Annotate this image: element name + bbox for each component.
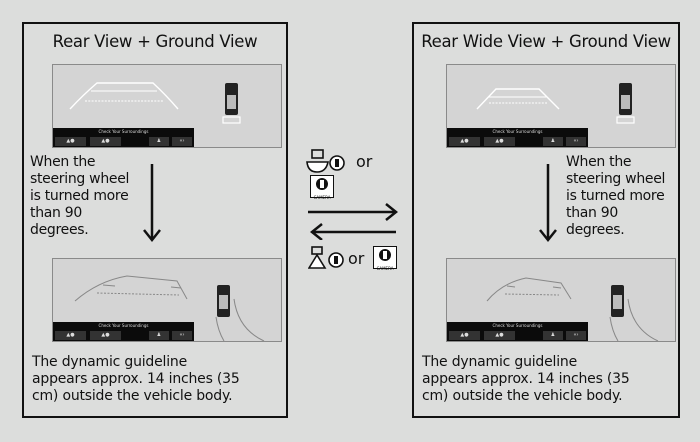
arrows-button[interactable]: «› — [566, 137, 586, 146]
or-label: or — [356, 152, 373, 171]
person-button[interactable]: ♟ — [543, 137, 563, 146]
camera-view: Check Your Surroundings ▲● ▲● ♟ «› — [53, 259, 196, 341]
backward-condition: or — [307, 246, 364, 274]
person-button[interactable]: ♟ — [149, 331, 169, 340]
forward-condition: or — [306, 148, 372, 178]
wide-cam-button[interactable]: ▲● — [90, 331, 121, 340]
camera-view: Check Your Surroundings ▲● ▲● ♟ «› — [53, 65, 196, 147]
camera-button-icon: CAMERA — [310, 175, 334, 200]
guideline-overlay — [69, 82, 179, 110]
down-arrow-icon — [539, 164, 557, 243]
wide-cam-button[interactable]: ▲● — [484, 137, 515, 146]
camera-view: Check Your Surroundings ▲● ▲● ♟ «› — [447, 65, 590, 147]
arrows-button[interactable]: «› — [172, 137, 192, 146]
or-label: or — [348, 249, 365, 268]
ground-view — [588, 65, 675, 147]
rear-view-screen: Check Your Surroundings ▲● ▲● ♟ «› — [52, 64, 282, 148]
status-bar: Check Your Surroundings ▲● ▲● ♟ «› — [447, 322, 588, 341]
panel-title: Rear View + Ground View — [52, 32, 258, 51]
person-button[interactable]: ♟ — [149, 137, 169, 146]
banner-text: Check Your Surroundings — [492, 129, 543, 134]
rear-cam-button[interactable]: ▲● — [449, 331, 480, 340]
dynamic-guideline-overlay — [74, 275, 188, 302]
camera-view: Check Your Surroundings ▲● ▲● ♟ «› — [447, 259, 590, 341]
rear-view-button-icon — [306, 149, 345, 173]
toggle-arrows-icon — [308, 203, 399, 240]
wide-cam-button[interactable]: ▲● — [90, 137, 121, 146]
rear-wide-view-panel: Rear Wide View + Ground View Check Your … — [412, 22, 680, 418]
condition-text: When the steering wheel is turned more t… — [566, 154, 666, 238]
wide-cam-button[interactable]: ▲● — [484, 331, 515, 340]
rear-cam-button[interactable]: ▲● — [449, 137, 480, 146]
arrows-button[interactable]: «› — [172, 331, 192, 340]
panel-title: Rear Wide View + Ground View — [421, 32, 671, 51]
rear-wide-view-screen: Check Your Surroundings ▲● ▲● ♟ «› — [446, 64, 676, 148]
guideline-note: The dynamic guideline appears approx. 14… — [32, 354, 240, 404]
wide-view-button-icon — [307, 246, 344, 269]
rear-cam-button[interactable]: ▲● — [55, 331, 86, 340]
status-bar: Check Your Surroundings ▲● ▲● ♟ «› — [53, 128, 194, 147]
condition-text: When the steering wheel is turned more t… — [30, 154, 130, 238]
ground-view — [194, 65, 281, 147]
camera-button-icon: CAMERA — [373, 246, 397, 271]
arrows-button[interactable]: «› — [566, 331, 586, 340]
rear-view-panel: Rear View + Ground View Check Your Surro… — [22, 22, 288, 418]
person-button[interactable]: ♟ — [543, 331, 563, 340]
down-arrow-icon — [143, 164, 161, 243]
dynamic-view-screen: Check Your Surroundings ▲● ▲● ♟ «› — [52, 258, 282, 342]
dynamic-guideline-overlay — [486, 277, 572, 302]
banner-text: Check Your Surroundings — [98, 129, 149, 134]
guideline-overlay — [476, 88, 560, 110]
banner-text: Check Your Surroundings — [98, 323, 149, 328]
rear-cam-button[interactable]: ▲● — [55, 137, 86, 146]
status-bar: Check Your Surroundings ▲● ▲● ♟ «› — [447, 128, 588, 147]
banner-text: Check Your Surroundings — [492, 323, 543, 328]
dynamic-view-screen: Check Your Surroundings ▲● ▲● ♟ «› — [446, 258, 676, 342]
ground-view — [588, 259, 675, 341]
ground-view — [194, 259, 281, 341]
guideline-note: The dynamic guideline appears approx. 14… — [422, 354, 630, 404]
status-bar: Check Your Surroundings ▲● ▲● ♟ «› — [53, 322, 194, 341]
